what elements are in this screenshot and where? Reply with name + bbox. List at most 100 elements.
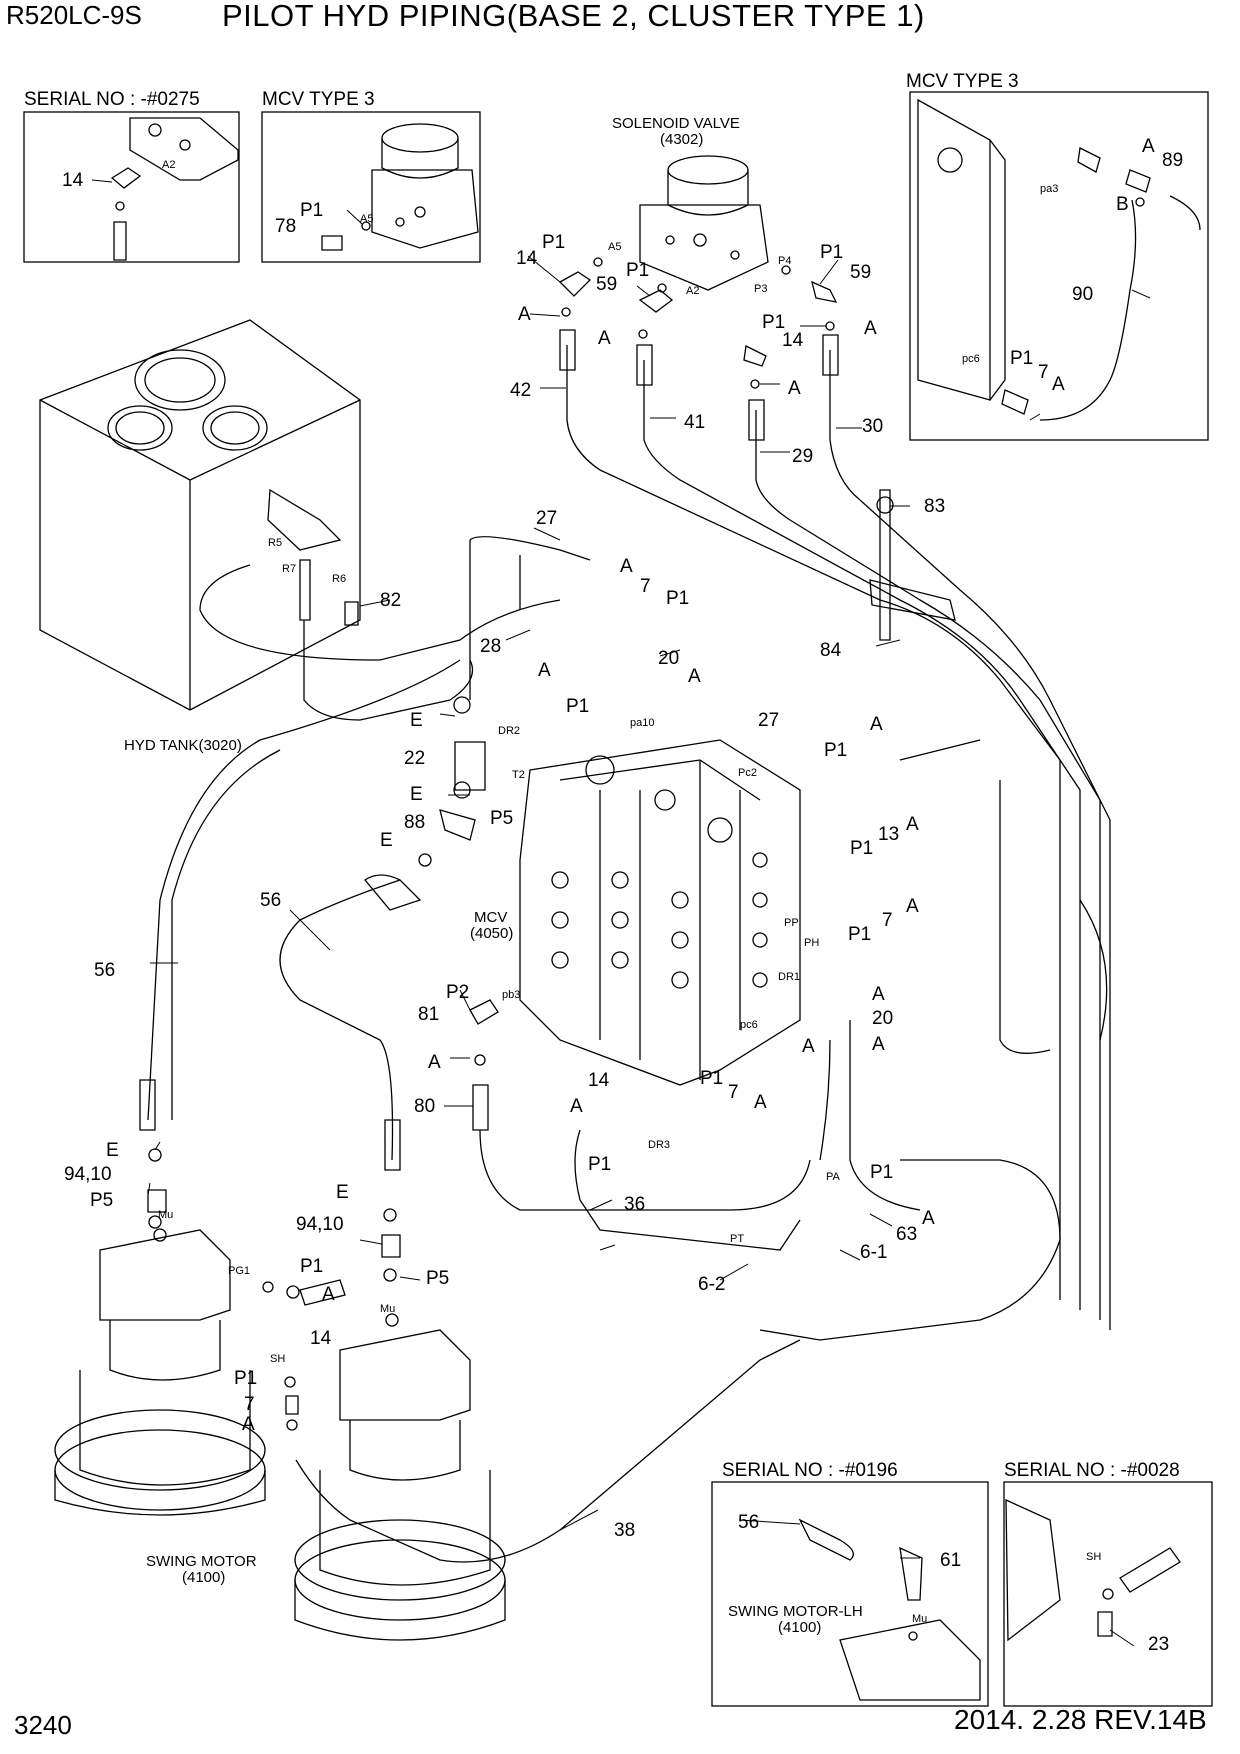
callout-label: 7 <box>728 1082 739 1103</box>
callout-label: A <box>242 1414 255 1435</box>
callout-label: 80 <box>414 1096 435 1117</box>
callout-label: P5 <box>90 1190 113 1211</box>
callout-label: P1 <box>588 1154 611 1175</box>
hydraulic-tank <box>39 319 361 711</box>
callout-label: 14 <box>588 1070 610 1091</box>
callout-label: 28 <box>480 636 501 657</box>
callout-label: Mu <box>380 1303 395 1315</box>
callout-label: 94,10 <box>64 1164 112 1185</box>
clamp <box>869 579 956 621</box>
swing-motor-label: SWING MOTOR <box>146 1553 257 1570</box>
callout-label: E <box>380 830 393 851</box>
callout-label: A <box>570 1096 583 1117</box>
callout-label: 20 <box>658 648 679 669</box>
callout-label: 14 <box>310 1328 332 1349</box>
date-revision: 2014. 2.28 REV.14B <box>954 1704 1207 1735</box>
callout-label: A <box>1142 136 1155 157</box>
callout-label: 56 <box>738 1512 759 1533</box>
callout-label: PA <box>826 1171 841 1183</box>
swing-motor-lh-label: SWING MOTOR-LH <box>728 1603 863 1620</box>
callout-label: 78 <box>275 216 296 237</box>
callout-label: P1 <box>762 312 785 333</box>
callout-label: A <box>906 814 919 835</box>
callout-label: 36 <box>624 1194 645 1215</box>
callout-label: E <box>336 1182 349 1203</box>
callout-label: P1 <box>870 1162 893 1183</box>
callout-label: A <box>864 318 877 339</box>
callout-label: 83 <box>924 496 945 517</box>
callout-label: 63 <box>896 1224 917 1245</box>
callout-label: A5 <box>608 241 621 253</box>
callout-label: 42 <box>510 380 531 401</box>
callout-label: PH <box>804 937 819 949</box>
callout-label: P1 <box>300 200 323 221</box>
callout-label: 89 <box>1162 150 1183 171</box>
inset-box-serial-0196 <box>711 1481 989 1707</box>
inset-box-serial-0275 <box>23 111 240 263</box>
callout-label: 20 <box>872 1008 893 1029</box>
callout-label: B <box>1116 194 1129 215</box>
inset-caption-serial-0196: SERIAL NO : -#0196 <box>722 1460 898 1481</box>
callout-label: 13 <box>878 824 899 845</box>
callout-label: A <box>322 1284 335 1305</box>
solenoid-valve-body <box>639 204 769 291</box>
swing-motor-lh-code: (4100) <box>778 1619 821 1636</box>
callout-label: A <box>872 984 885 1005</box>
callout-label: 6-1 <box>860 1242 887 1263</box>
callout-label: PT <box>730 1233 744 1245</box>
callout-label: A <box>872 1034 885 1055</box>
inset-box-serial-0028 <box>1003 1481 1213 1707</box>
callout-label: DR1 <box>778 971 800 983</box>
callout-label: 38 <box>614 1520 635 1541</box>
callout-label: 84 <box>820 640 842 661</box>
solenoid-valve-code: (4302) <box>660 131 703 148</box>
callout-label: P5 <box>490 808 513 829</box>
callout-label: 94,10 <box>296 1214 344 1235</box>
callout-label: P1 <box>1010 348 1033 369</box>
callout-label: pb3 <box>502 989 520 1001</box>
callout-label: A <box>788 378 801 399</box>
callout-label: P1 <box>666 588 689 609</box>
callout-label: 88 <box>404 812 425 833</box>
callout-label: pa3 <box>1040 183 1058 195</box>
callout-label: 30 <box>862 416 883 437</box>
inset-caption-serial-0275: SERIAL NO : -#0275 <box>24 89 200 110</box>
callout-label: pc6 <box>962 353 980 365</box>
callout-label: T2 <box>512 769 525 781</box>
callout-label: 6-2 <box>698 1274 725 1295</box>
callout-label: A <box>598 328 611 349</box>
callout-label: P1 <box>700 1068 723 1089</box>
inset-caption-mcv-type3-small: MCV TYPE 3 <box>262 89 375 110</box>
page-title: PILOT HYD PIPING(BASE 2, CLUSTER TYPE 1) <box>222 0 925 33</box>
inset-box-mcv-type3-small <box>261 111 481 263</box>
callout-label: P4 <box>778 255 791 267</box>
callout-label: 27 <box>536 508 557 529</box>
callout-label: 56 <box>94 960 115 981</box>
mcv-code: (4050) <box>470 925 513 942</box>
callout-label: DR2 <box>498 725 520 737</box>
callout-label: A <box>906 896 919 917</box>
callout-label: R7 <box>282 563 296 575</box>
callout-label: P1 <box>848 924 871 945</box>
callout-label: 7 <box>882 910 893 931</box>
callout-label: 81 <box>418 1004 439 1025</box>
callout-label: R6 <box>332 573 346 585</box>
callout-label: 14 <box>782 330 804 351</box>
leader-lines <box>91 179 1151 1647</box>
callout-label: Mu <box>912 1613 927 1625</box>
callout-label: 41 <box>684 412 705 433</box>
callout-label: P1 <box>542 232 565 253</box>
callout-label: A5 <box>360 213 373 225</box>
callout-label: E <box>106 1140 119 1161</box>
callout-label: Pc2 <box>738 767 757 779</box>
swing-motor-upper-block <box>99 1229 231 1321</box>
callout-label: P5 <box>426 1268 449 1289</box>
callout-label: P2 <box>446 982 469 1003</box>
callout-label: A <box>688 666 701 687</box>
callout-label: 14 <box>516 248 538 269</box>
callout-label: 22 <box>404 748 425 769</box>
solenoid-valve-label: SOLENOID VALVE <box>612 115 740 132</box>
callout-label: A <box>518 304 531 325</box>
callout-label: A <box>802 1036 815 1057</box>
